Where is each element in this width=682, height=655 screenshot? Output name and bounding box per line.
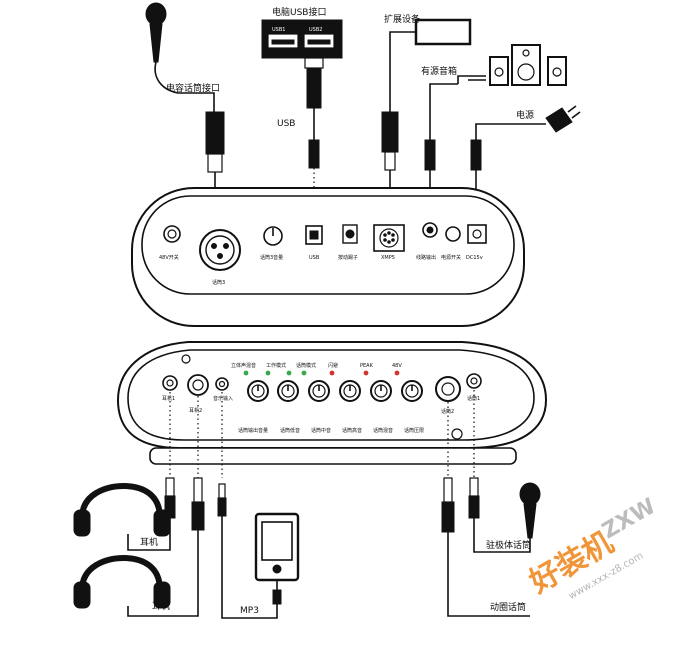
mic3-volume-label: 话筒3音量 — [260, 254, 283, 261]
headphone-a-label: 耳机 — [140, 536, 158, 548]
plug-icon — [468, 477, 480, 519]
xlr-socket-icon[interactable] — [199, 229, 241, 271]
plug-icon — [441, 477, 455, 533]
headphones-icon — [73, 530, 199, 617]
led-red-icon — [394, 370, 400, 376]
mic3-volume-knob-icon[interactable] — [263, 226, 283, 246]
mic-out-volume-label: 话筒输出音量 — [238, 427, 268, 434]
footswitch-label: 按动踢子 — [338, 254, 358, 261]
knob-mic-mid-icon[interactable] — [308, 380, 330, 402]
xmp5-label: XMP5 — [381, 255, 395, 261]
mic-mode-label: 话筒模式 — [296, 362, 316, 369]
mic-high-label: 话筒高音 — [342, 427, 362, 434]
expansion-device-icon — [381, 18, 472, 198]
electret-mic-label: 驻极体话筒 — [486, 539, 531, 551]
led-green-icon — [265, 370, 271, 376]
headphones-icon — [73, 482, 171, 551]
condenser-mic-icon — [145, 2, 215, 112]
v48-label: 48V — [392, 363, 402, 369]
usb-port-title: 电脑USB接口 — [272, 6, 326, 18]
earphone2-label: 耳机2 — [189, 407, 202, 414]
electret-mic-icon — [473, 482, 541, 553]
expansion-label: 扩展设备 — [384, 13, 420, 25]
earphone1-label: 耳机1 — [162, 395, 175, 402]
mic-port-label: 电容话筒接口 — [166, 82, 220, 94]
knob-mic-out-volume-icon[interactable] — [247, 380, 269, 402]
computer-usb-port — [261, 19, 343, 59]
phantom-switch-label: 48V开关 — [159, 254, 179, 261]
headphone-b-label: 耳机 — [152, 600, 170, 612]
led-green-icon — [286, 370, 292, 376]
mic-mid-label: 话筒中音 — [311, 427, 331, 434]
led-red-icon — [329, 370, 335, 376]
led-green-icon — [301, 370, 307, 376]
mic-echo-label: 话筒压限 — [404, 427, 424, 434]
power-switch-label: 电源开关 — [441, 254, 461, 261]
power-switch-icon[interactable] — [445, 226, 461, 242]
usb-b-socket-icon[interactable] — [305, 225, 323, 245]
work-mode-label: 工作模式 — [266, 362, 286, 369]
watermark-logo: 好装机 ZXW www.xxx-z8.com — [523, 494, 660, 602]
led-green-icon — [243, 370, 249, 376]
power-label: 电源 — [516, 109, 534, 121]
dc15v-label: DC15v — [466, 255, 483, 261]
mp3-player-icon — [221, 512, 300, 619]
mp3-label: MP3 — [240, 606, 259, 616]
knob-mic-high-icon[interactable] — [339, 380, 361, 402]
power-adapter-icon — [470, 105, 581, 198]
mic3-label: 话筒3 — [212, 279, 225, 286]
led-red-icon — [363, 370, 369, 376]
xlr-plug-icon — [205, 111, 225, 198]
stereo-surround-label: 立体声混音 — [231, 362, 256, 369]
plug-icon — [191, 477, 205, 531]
usb-cable-icon — [304, 57, 324, 198]
dynamic-mic-label: 动圈话筒 — [490, 601, 526, 613]
rear-usb-label: USB — [309, 255, 320, 261]
rear-panel — [131, 187, 525, 327]
knob-mic-echo-icon[interactable] — [401, 380, 423, 402]
front-led-icon — [181, 354, 191, 364]
front-bottom-jack-icon — [451, 428, 463, 440]
dc-socket-icon[interactable] — [467, 224, 487, 244]
front-panel — [116, 341, 548, 465]
xmp5-socket-icon[interactable] — [373, 224, 405, 252]
mic-reverb-label: 话筒混音 — [373, 427, 393, 434]
speakers-label: 有源音箱 — [421, 65, 457, 77]
mic2-jack-icon[interactable] — [435, 376, 461, 402]
speakers-icon — [424, 44, 567, 198]
usb-cable-label: USB — [277, 119, 295, 129]
line-out-label: 线路输出 — [416, 254, 436, 261]
watermark-logo-latin: ZXW — [598, 494, 660, 544]
peak-label: PEAK — [360, 363, 374, 369]
flash-label: 闪避 — [328, 362, 338, 369]
plug-icon — [217, 483, 227, 517]
music-in-label: 音乐输入 — [213, 395, 233, 402]
knob-mic-low-icon[interactable] — [277, 380, 299, 402]
usb1-label: USB1 — [272, 27, 285, 33]
mic1-label: 话筒1 — [467, 395, 480, 402]
usb2-label: USB2 — [309, 27, 322, 33]
knob-mic-reverb-icon[interactable] — [370, 380, 392, 402]
footswitch-socket-icon[interactable] — [342, 224, 358, 244]
dynamic-mic-cable — [447, 532, 530, 617]
mic-low-label: 话筒低音 — [280, 427, 300, 434]
